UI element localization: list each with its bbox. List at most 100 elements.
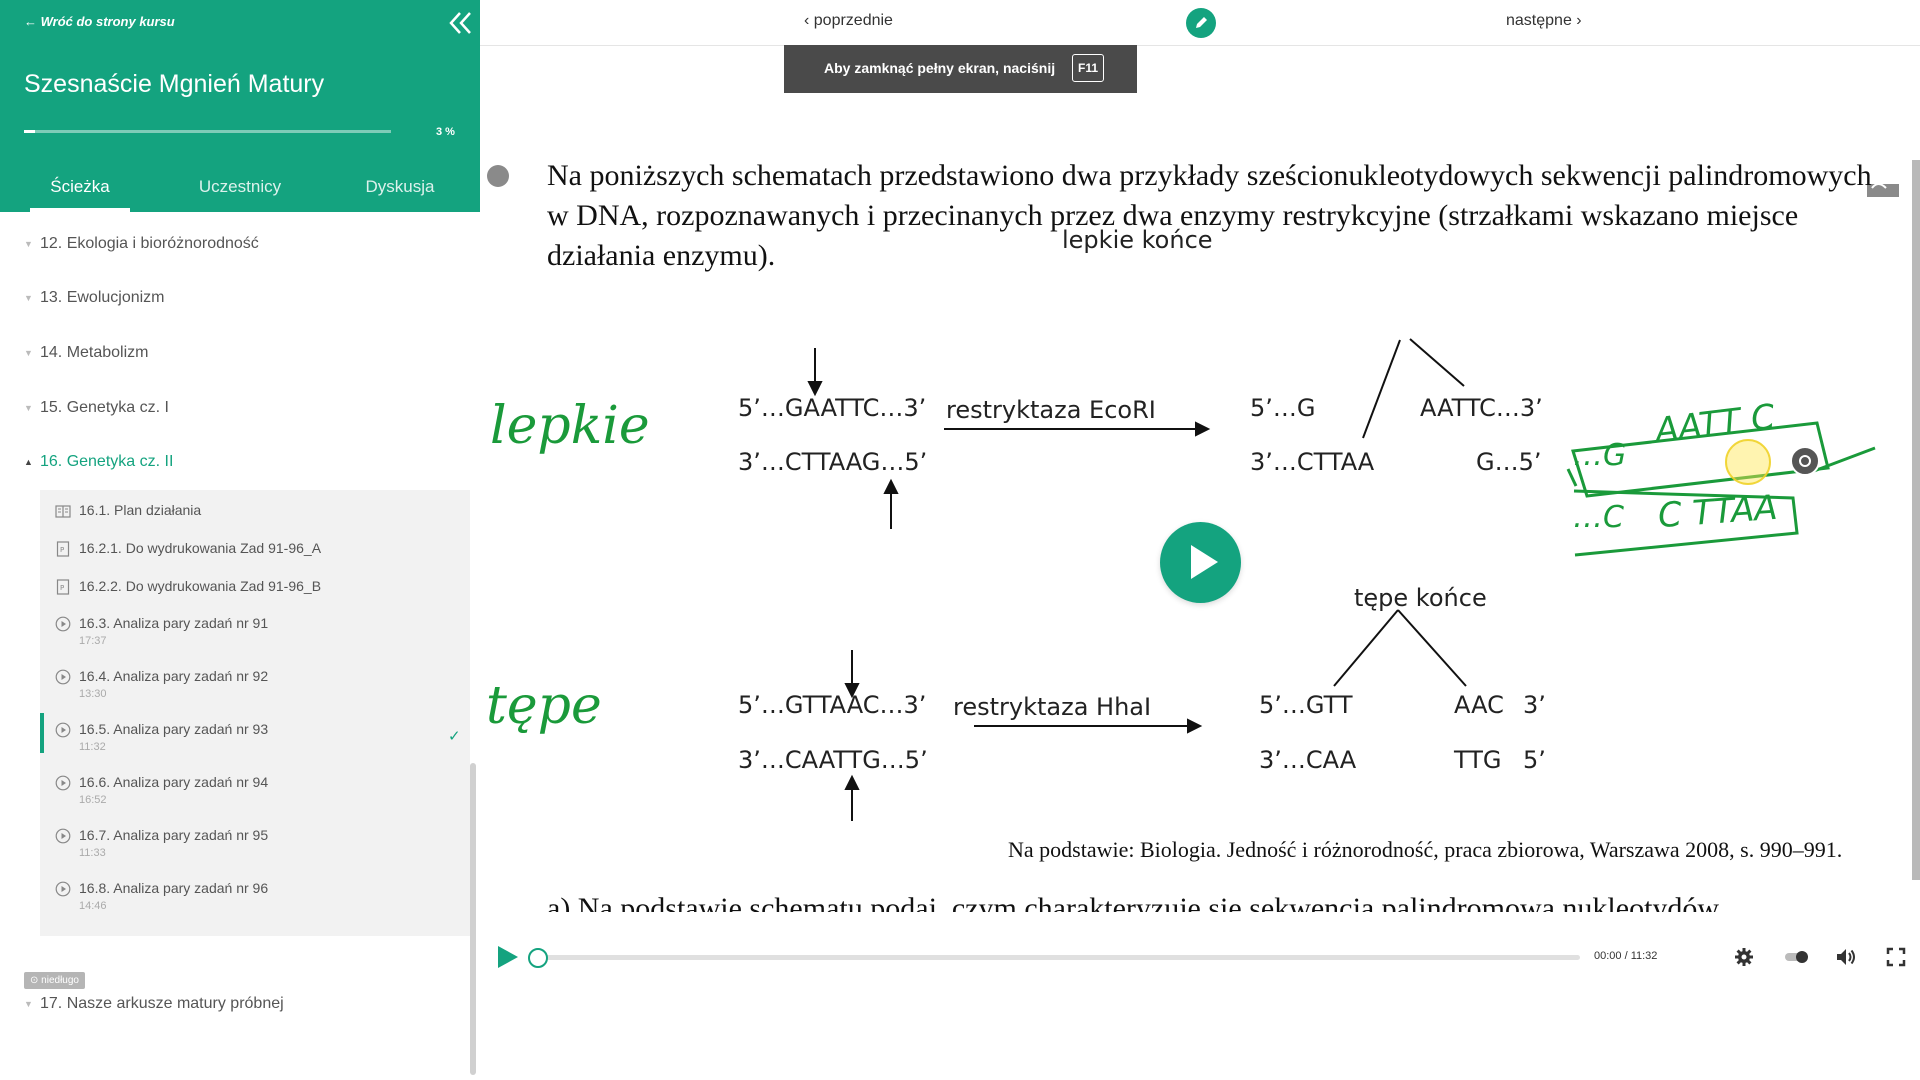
play-circle-icon — [55, 881, 71, 897]
chapter-12[interactable]: ▼ 12. Ekologia i bioróżnorodność — [24, 235, 259, 253]
ecori-top-strand: 5’…GAATTC…3’ — [738, 394, 927, 422]
notes-button[interactable] — [1186, 8, 1216, 38]
play-button[interactable] — [498, 946, 518, 968]
hhai-right-bottom-end: 5’ — [1523, 746, 1546, 774]
play-circle-icon — [55, 828, 71, 844]
ecori-bottom-strand: 3’…CTTAAG…5’ — [738, 448, 928, 476]
lesson-duration: 17:37 — [79, 635, 107, 647]
course-progress-fill — [24, 130, 35, 133]
chat-icon[interactable] — [487, 165, 509, 187]
chevron-down-icon: ▼ — [24, 402, 33, 413]
lesson-duration: 14:46 — [79, 900, 107, 912]
blunt-ends-label: tępe końce — [1354, 584, 1487, 612]
play-circle-icon — [55, 669, 71, 685]
next-question-partial: a) Na podstawie schematu podaj, czym cha… — [547, 892, 1720, 912]
hhai-left-top: 5’…GTT — [1259, 691, 1353, 719]
lesson-title: 16.4. Analiza pary zadań nr 92 — [79, 668, 269, 684]
handwritten-left-bottom: …C — [1573, 500, 1624, 535]
handwritten-blunt: tępe — [486, 676, 602, 736]
seek-handle[interactable] — [528, 948, 548, 968]
autoplay-toggle-icon[interactable] — [1783, 946, 1809, 968]
sidebar-tabs: Ścieżka Uczestnicy Dyskusja — [0, 170, 480, 212]
ecori-right-top: AATTC…3’ — [1420, 394, 1543, 422]
volume-icon[interactable] — [1835, 946, 1857, 968]
tab-path[interactable]: Ścieżka — [30, 170, 130, 212]
time-display: 00:00 / 11:32 — [1594, 950, 1658, 962]
chapter-label: 12. Ekologia i bioróżnorodność — [40, 235, 259, 252]
hhai-right-bottom: TTG — [1454, 746, 1502, 774]
lesson-item[interactable]: 16.7. Analiza pary zadań nr 95 11:33 — [40, 815, 470, 868]
hhai-top-strand: 5’…GTTAAC…3’ — [738, 691, 927, 719]
hhai-left-bottom: 3’…CAA — [1259, 746, 1357, 774]
lesson-title: 16.2.1. Do wydrukowania Zad 91-96_A — [79, 540, 322, 556]
chevron-down-icon: ▼ — [24, 998, 33, 1009]
lesson-duration: 11:32 — [79, 741, 106, 753]
tab-discussion[interactable]: Dyskusja — [365, 177, 435, 196]
collapse-sidebar-icon[interactable] — [446, 10, 474, 36]
tab-participants[interactable]: Uczestnicy — [198, 177, 282, 196]
lesson-item[interactable]: 16.6. Analiza pary zadań nr 94 16:52 — [40, 762, 470, 815]
sidebar-header: ← Wróć do strony kursu Szesnaście Mgnień… — [0, 0, 480, 212]
sidebar-scrollbar[interactable] — [470, 763, 476, 1075]
play-circle-icon — [55, 616, 71, 632]
ecori-right-bottom: G…5’ — [1476, 448, 1542, 476]
book-icon — [55, 505, 71, 518]
lesson-item[interactable]: P 16.2.2. Do wydrukowania Zad 91-96_B — [40, 566, 470, 619]
lesson-title: 16.8. Analiza pary zadań nr 96 — [79, 880, 269, 896]
chapter-label: 15. Genetyka cz. I — [40, 399, 169, 416]
player-controls: 00:00 / 11:32 — [480, 934, 1920, 978]
rotate-screen-icon[interactable] — [1866, 178, 1900, 198]
lesson-navbar: ‹ poprzednie następne › — [480, 0, 1920, 46]
source-citation: Na podstawie: Biologia. Jedność i różnor… — [1008, 837, 1843, 862]
coming-soon-badge: ⊙ niedługo — [24, 972, 85, 989]
chapter-label: 17. Nasze arkusze matury próbnej — [40, 995, 284, 1012]
lesson-item[interactable]: 16.3. Analiza pary zadań nr 91 17:37 — [40, 603, 470, 656]
back-to-course-link[interactable]: ← Wróć do strony kursu — [24, 14, 175, 29]
lesson-main: ‹ poprzednie następne › Aby zamknąć pełn… — [480, 0, 1920, 1080]
previous-lesson-link[interactable]: ‹ poprzednie — [804, 12, 893, 29]
chevron-down-icon: ▼ — [24, 238, 33, 249]
handwritten-left-top: …G — [1573, 438, 1627, 473]
chapter-13[interactable]: ▼ 13. Ewolucjonizm — [24, 289, 165, 307]
svg-text:P: P — [60, 584, 64, 592]
chapter-15[interactable]: ▼ 15. Genetyka cz. I — [24, 399, 169, 417]
next-lesson-link[interactable]: następne › — [1506, 12, 1582, 29]
chapter-14[interactable]: ▼14. Metabolizm — [24, 344, 149, 362]
fullscreen-notice-text: Aby zamknąć pełny ekran, naciśnij — [824, 60, 1056, 76]
chapter-label: 13. Ewolucjonizm — [40, 289, 165, 306]
lesson-item[interactable]: 16.8. Analiza pary zadań nr 96 14:46 — [40, 868, 470, 921]
pdf-icon: P — [56, 579, 70, 595]
hhai-right-top: AAC — [1454, 691, 1504, 719]
lesson-item-active[interactable]: 16.5. Analiza pary zadań nr 93 11:32 ✓ — [40, 709, 470, 762]
lesson-title: 16.3. Analiza pary zadań nr 91 — [79, 615, 269, 631]
play-circle-icon — [55, 775, 71, 791]
chapter-label: 16. Genetyka cz. II — [40, 453, 174, 470]
lesson-item[interactable]: P 16.2.1. Do wydrukowania Zad 91-96_A — [40, 528, 470, 581]
handwritten-bottom-seq: C TTAA — [1656, 487, 1779, 537]
video-player[interactable]: Na poniższych schematach przedstawiono d… — [480, 156, 1920, 1080]
handwritten-notes — [1566, 421, 1876, 557]
course-progress-bar — [24, 130, 391, 133]
chevron-down-icon: ▼ — [24, 292, 33, 303]
big-play-button[interactable] — [1160, 522, 1241, 603]
ecori-left-bottom: 3’…CTTAA — [1250, 448, 1375, 476]
lesson-item[interactable]: 16.1. Plan działania — [40, 490, 470, 543]
lesson-item[interactable]: 16.4. Analiza pary zadań nr 92 13:30 — [40, 656, 470, 709]
page-scrollbar[interactable] — [1912, 160, 1920, 880]
chevron-up-icon: ▲ — [24, 456, 33, 467]
course-progress-label: 3 % — [436, 126, 455, 138]
hhai-right-top-end: 3’ — [1523, 691, 1546, 719]
chapter-16[interactable]: ▲ 16. Genetyka cz. II — [24, 453, 173, 471]
hhai-bottom-strand: 3’…CAATTG…5’ — [738, 746, 928, 774]
handwritten-sticky: lepkie — [490, 396, 650, 456]
play-icon — [1191, 545, 1218, 579]
sticky-ends-label: lepkie końce — [1062, 226, 1213, 254]
fullscreen-icon[interactable] — [1885, 946, 1907, 968]
chapter-label: 14. Metabolizm — [40, 344, 149, 361]
lesson-title: 16.7. Analiza pary zadań nr 95 — [79, 827, 269, 843]
seek-bar[interactable] — [540, 955, 1580, 960]
lesson-title: 16.1. Plan działania — [79, 502, 202, 518]
settings-gear-icon[interactable] — [1733, 946, 1755, 968]
question-text: Na poniższych schematach przedstawiono d… — [547, 159, 1872, 272]
chapter-17[interactable]: ▼ 17. Nasze arkusze matury próbnej — [24, 995, 284, 1013]
